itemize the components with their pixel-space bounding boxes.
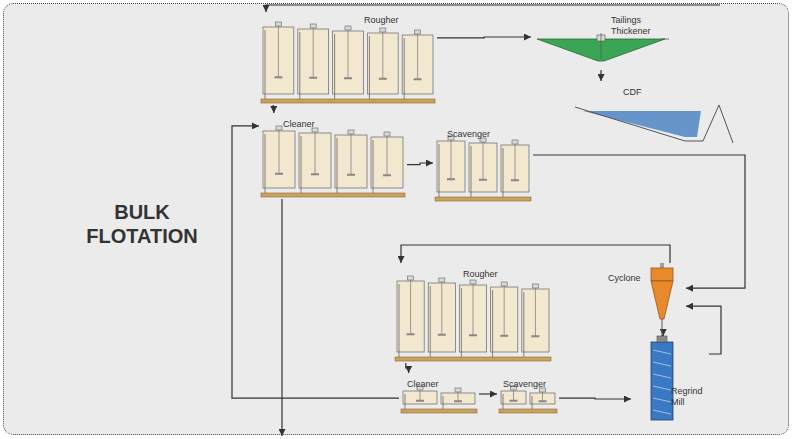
- section-title: BULK FLOTATION: [72, 200, 212, 248]
- flow-line: [273, 105, 275, 113]
- flow-line: [686, 306, 721, 354]
- regrind-mill: Regrind Mill: [631, 336, 709, 426]
- flotation-cell: [459, 280, 486, 357]
- panel-ground: [4, 4, 789, 435]
- flotation-cell: [469, 138, 497, 197]
- flotation-cell: [333, 26, 364, 99]
- flowsheet-panel: BULK FLOTATION Rougher Tailings ThickenerC…: [3, 3, 789, 435]
- flow-line: [407, 163, 433, 165]
- product-line: [281, 199, 282, 436]
- flow-line: [559, 398, 631, 400]
- cells-drawing: [259, 113, 407, 199]
- dam-outline: [575, 105, 733, 143]
- flotation-cell: [397, 276, 424, 357]
- scavenger-bank: Scavenger: [433, 123, 533, 203]
- equipment-label: Scavenger: [447, 129, 490, 140]
- cyclone-body: [651, 268, 673, 281]
- flotation-cell: [263, 126, 295, 193]
- equipment-label: Scavenger: [503, 379, 546, 390]
- equipment-label: Rougher: [364, 15, 399, 26]
- thickener-drawing: [531, 15, 671, 70]
- launder: [261, 193, 405, 197]
- flow-line: [600, 70, 601, 81]
- mill-drawing: [631, 336, 709, 426]
- flotation-cell: [263, 22, 294, 99]
- cyclone: Cyclone: [606, 263, 686, 335]
- scavenger-bank: Scavenger: [497, 373, 559, 415]
- cleaner-bank: Cleaner: [259, 113, 407, 199]
- equipment-label: Cleaner: [283, 119, 315, 130]
- equipment-label: Tailings Thickener: [611, 15, 661, 37]
- flotation-cell: [522, 284, 549, 357]
- flotation-cell: [441, 388, 475, 409]
- launder: [395, 357, 551, 361]
- launder: [499, 409, 557, 413]
- launder: [401, 409, 477, 413]
- flow-line: [533, 155, 745, 288]
- flotation-cell: [299, 128, 331, 193]
- cdf-drawing: [573, 81, 738, 149]
- flotation-cell: [530, 388, 555, 409]
- cyclone-cone: [651, 281, 673, 319]
- flow-line: [401, 245, 670, 263]
- equipment-label: CDF: [623, 87, 642, 98]
- rougher-bank: Rougher: [259, 9, 437, 105]
- rougher-bank: Rougher: [393, 263, 553, 363]
- flotation-cell: [403, 386, 437, 409]
- flotation-cell: [491, 282, 518, 357]
- mill-shell: [651, 342, 673, 420]
- thickener: Tailings Thickener: [531, 15, 671, 70]
- flotation-cell: [335, 130, 367, 193]
- launder: [261, 99, 435, 103]
- flotation-cell: [402, 30, 433, 99]
- flotation-cell: [437, 136, 465, 197]
- flotation-cell: [501, 140, 529, 197]
- flow-line: [479, 393, 497, 394]
- flotation-cell: [367, 28, 398, 99]
- feed-line: [266, 5, 720, 12]
- flotation-cell: [298, 24, 329, 99]
- flotation-cell: [371, 132, 403, 193]
- flow-line: [406, 363, 409, 373]
- cleaner-bank: Cleaner: [399, 373, 479, 415]
- equipment-label: Regrind Mill: [671, 386, 707, 408]
- flotation-cell: [428, 278, 455, 357]
- equipment-label: Rougher: [463, 269, 498, 280]
- flotation-cell: [501, 386, 526, 409]
- equipment-label: Cyclone: [608, 273, 641, 284]
- equipment-label: Cleaner: [407, 379, 439, 390]
- flow-line: [437, 36, 531, 38]
- tailings-facility: CDF: [573, 81, 738, 149]
- cells-drawing: [259, 9, 437, 105]
- launder: [435, 197, 531, 201]
